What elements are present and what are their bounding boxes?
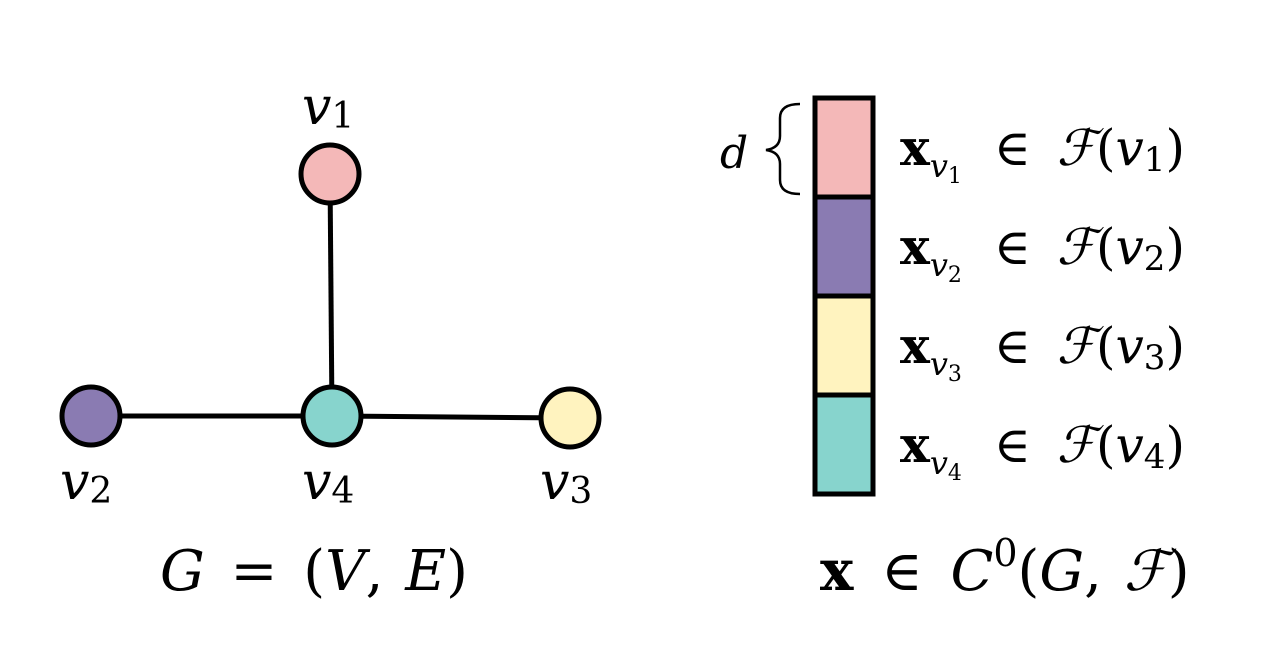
- node-label-v4: v4: [302, 452, 354, 512]
- node-v4: [300, 384, 364, 448]
- dimension-brace: d: [720, 102, 801, 196]
- cochain-vector: [812, 95, 876, 497]
- graph-nodes: [59, 142, 602, 450]
- block-label-v3: xv3 ∈ ℱ(v3): [900, 316, 1185, 393]
- block-label-v4: xv4 ∈ ℱ(v4): [900, 415, 1185, 492]
- dimension-label: d: [720, 128, 748, 179]
- block-x-v4: [812, 392, 876, 497]
- node-label-v1: v1: [302, 77, 354, 137]
- node-v2: [59, 384, 123, 448]
- graph-edges: [88, 171, 573, 421]
- node-label-v2: v2: [60, 452, 112, 512]
- graph-caption: G = (V, E): [160, 539, 468, 604]
- cochain-caption: x ∈ C0(G, ℱ): [820, 531, 1190, 604]
- node-label-v3: v3: [540, 452, 592, 512]
- block-x-v2: [812, 194, 876, 299]
- edge-v1-v4: [327, 171, 335, 419]
- block-label-v2: xv2 ∈ ℱ(v2): [900, 217, 1185, 294]
- block-label-v1: xv1 ∈ ℱ(v1): [900, 118, 1185, 195]
- node-v1: [298, 142, 362, 206]
- block-x-v3: [812, 293, 876, 398]
- brace-icon: [765, 102, 801, 196]
- edge-v4-v3: [329, 413, 573, 421]
- node-v3: [538, 386, 602, 450]
- block-x-v1: [812, 95, 876, 200]
